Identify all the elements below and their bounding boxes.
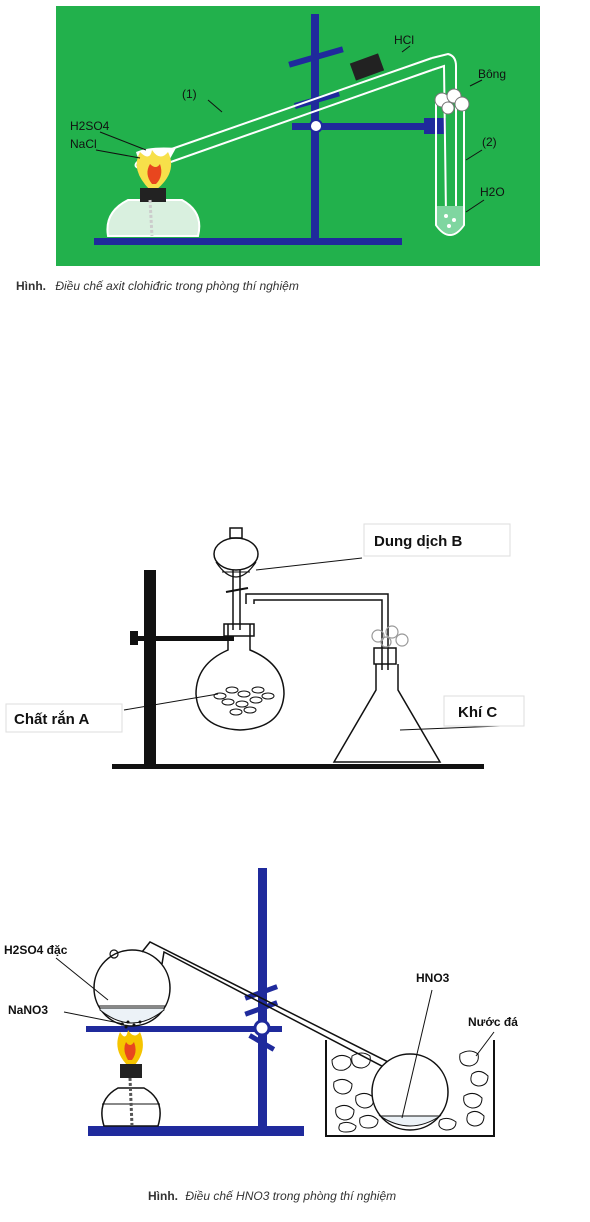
figure3-caption-text: Điều chế HNO3 trong phòng thí nghiệm (185, 1189, 396, 1203)
figure3-label-hno3: HNO3 (416, 971, 450, 985)
figure2-stand-rod (144, 570, 156, 766)
figure2-box-khi-c: Khí C (444, 696, 524, 726)
figure2-clamp-nut (130, 631, 138, 645)
figure1-label-h2so4: H2SO4 (70, 119, 110, 133)
figure3-retort-flask (94, 950, 170, 1029)
figure3-flame (117, 1030, 143, 1066)
figure3-label-nano3: NaNO3 (8, 1003, 48, 1017)
figure2-label-dung-dich-b: Dung dịch B (374, 533, 462, 550)
figure3-pointer-nuoc-da (476, 1032, 494, 1056)
figure2-pointer-dung-dich-b (256, 558, 362, 570)
figure3-alcohol-burner (102, 1064, 160, 1126)
figure1-label-tube1: (1) (182, 87, 197, 101)
figure1-label-nacl: NaCl (70, 137, 97, 151)
figure2-label-chat-ran-a: Chất rắn A (14, 710, 89, 728)
figure2-dropping-funnel (214, 528, 258, 630)
figure2-box-dung-dich-b: Dung dịch B (364, 524, 510, 556)
figure1-label-tube2: (2) (482, 135, 497, 149)
figure3-label-nuoc-da: Nước đá (468, 1015, 518, 1029)
figure2-pointer-chat-ran-a (124, 694, 218, 710)
figure3-caption: Hình. Điều chế HNO3 trong phòng thí nghi… (148, 1189, 396, 1203)
figure3-clamp-knob (255, 1021, 269, 1035)
figure1-label-hcl: HCl (394, 33, 414, 47)
figure-hno3-preparation: H2SO4 đặc NaNO3 HNO3 Nước đá Hình. Điều … (0, 860, 590, 1222)
figure3-retort-neck (142, 942, 420, 1086)
figure2-delivery-tube (246, 594, 388, 670)
figure-gas-generation-apparatus: Dung dịch B Chất rắn A Khí C (0, 500, 590, 790)
figure-hcl-preparation: HCl Bông (1) (2) H2SO4 NaCl H2O Hình. Đi… (0, 0, 590, 300)
figure2-box-chat-ran-a: Chất rắn A (6, 704, 122, 732)
figure2-stand-base (112, 764, 484, 769)
figure1-caption: Hình. Điều chế axit clohiđric trong phòn… (16, 279, 299, 293)
figure2-conical-flask (334, 626, 440, 762)
figure2-pointer-khi-c (400, 726, 500, 730)
figure1-caption-text: Điều chế axit clohiđric trong phòng thí … (55, 279, 298, 293)
figure1-stand-base (94, 238, 402, 245)
figure3-platform (86, 1026, 282, 1032)
figure1-label-h2o: H2O (480, 185, 505, 199)
figure3-pointer-h2so4 (56, 958, 108, 1000)
figure2-label-khi-c: Khí C (458, 704, 497, 721)
figure1-clamp-knob (310, 120, 322, 132)
figure2-clamp-arm (130, 636, 234, 641)
figure1-caption-prefix: Hình. (16, 279, 46, 293)
figure3-receiver-flask (372, 1054, 448, 1130)
figure3-stand-base (88, 1126, 304, 1136)
figure3-caption-prefix: Hình. (148, 1189, 178, 1203)
figure3-label-h2so4-dac: H2SO4 đặc (4, 943, 68, 957)
figure1-label-bong: Bông (478, 67, 506, 81)
